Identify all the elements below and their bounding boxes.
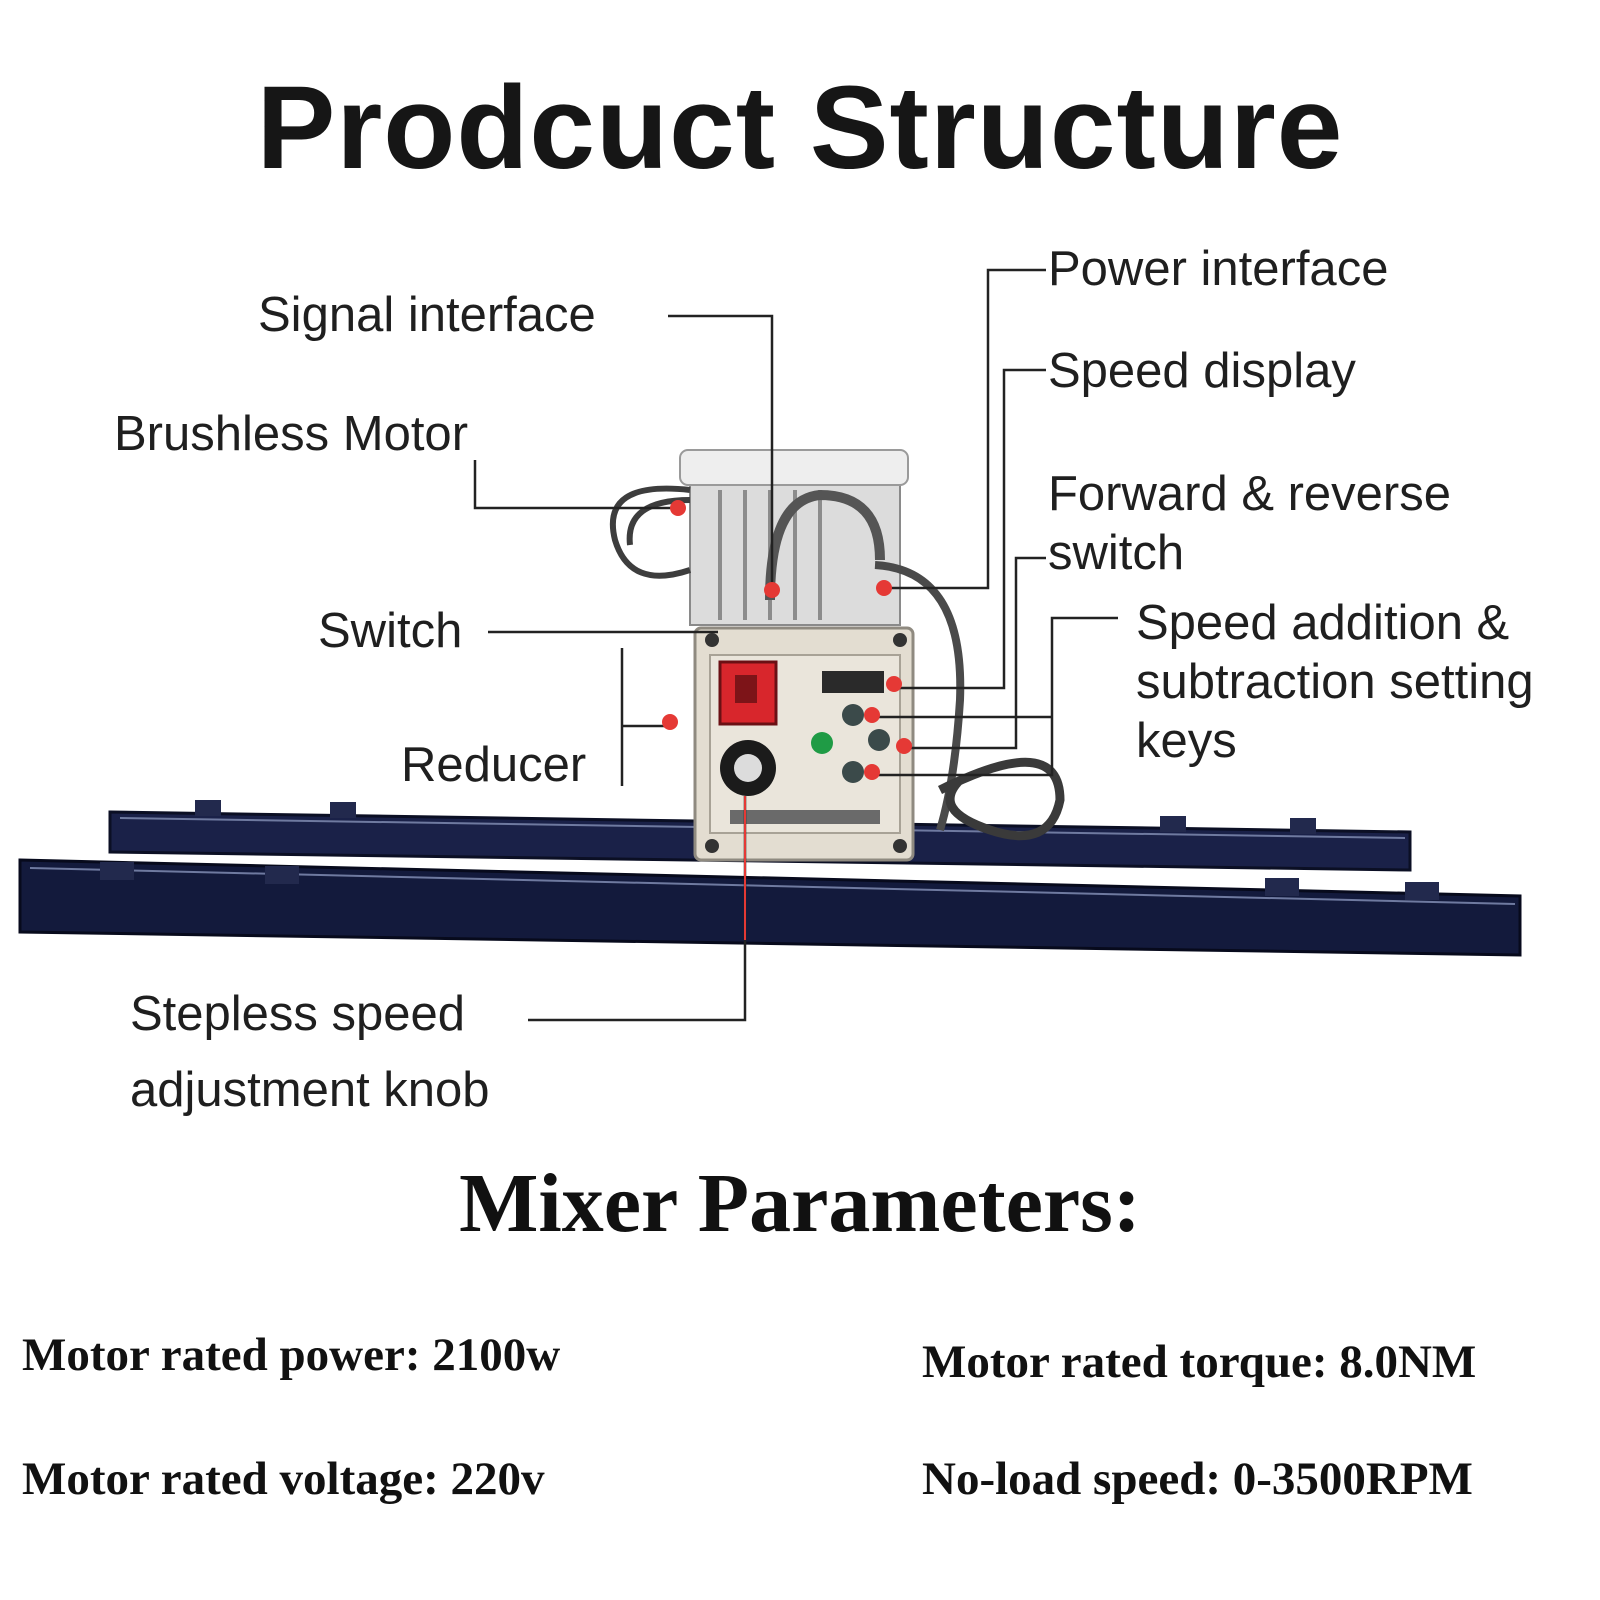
label-speed-display: Speed display bbox=[1048, 344, 1356, 398]
callout-lines bbox=[473, 268, 1118, 1022]
parameters-title: Mixer Parameters: bbox=[459, 1157, 1141, 1250]
param-no-load-speed: No-load speed: 0-3500RPM bbox=[922, 1453, 1473, 1505]
power-switch-shape bbox=[718, 660, 778, 726]
callout-dots bbox=[662, 500, 912, 780]
control-box bbox=[693, 626, 915, 862]
param-rated-power: Motor rated power: 2100w bbox=[22, 1329, 561, 1381]
power-cable bbox=[874, 561, 1065, 841]
label-reducer: Reducer bbox=[401, 738, 587, 792]
label-switch: Switch bbox=[318, 604, 463, 658]
label-fwd-rev-line2: switch bbox=[1048, 526, 1185, 580]
label-power-interface: Power interface bbox=[1048, 242, 1389, 296]
label-stepless-speed-line2: adjustment knob bbox=[130, 1063, 490, 1117]
label-speed-keys-line2: subtraction setting bbox=[1136, 655, 1534, 709]
label-stepless-speed-line1: Stepless speed bbox=[130, 987, 466, 1041]
page-title: Prodcuct Structure bbox=[256, 62, 1344, 194]
label-signal-interface: Signal interface bbox=[258, 288, 596, 342]
speed-display-shape bbox=[822, 671, 884, 693]
param-rated-torque: Motor rated torque: 8.0NM bbox=[922, 1336, 1477, 1388]
param-rated-voltage: Motor rated voltage: 220v bbox=[22, 1453, 545, 1505]
label-speed-keys-line3: keys bbox=[1136, 714, 1237, 768]
label-fwd-rev-line1: Forward & reverse bbox=[1048, 467, 1452, 521]
label-speed-keys-line1: Speed addition & bbox=[1136, 596, 1510, 650]
label-brushless-motor: Brushless Motor bbox=[114, 407, 469, 461]
brushless-motor-body bbox=[609, 449, 909, 626]
